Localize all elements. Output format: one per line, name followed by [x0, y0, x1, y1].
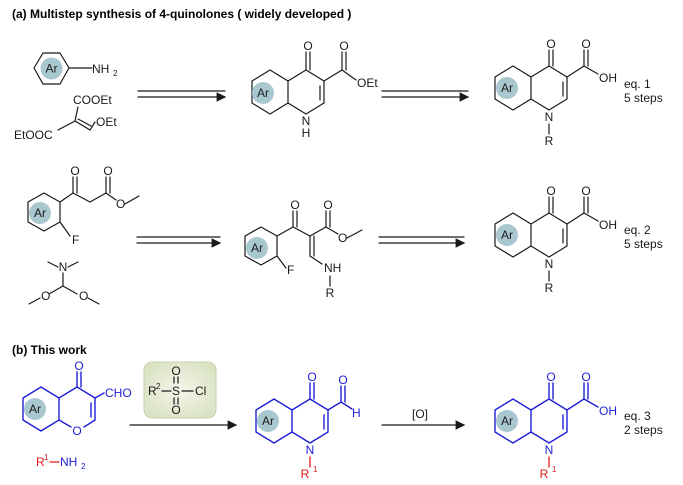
- svg-text:O: O: [339, 39, 348, 53]
- svg-text:O: O: [338, 231, 347, 245]
- svg-text:H: H: [302, 126, 311, 140]
- svg-text:1: 1: [552, 465, 557, 474]
- quinolone-acid-structure-1: Ar O O OH N R: [494, 37, 617, 148]
- eq1-label: eq. 1: [624, 77, 651, 91]
- svg-text:O: O: [581, 37, 590, 51]
- eq2-steps: 5 steps: [624, 237, 663, 251]
- svg-text:N: N: [545, 110, 554, 124]
- svg-text:O: O: [546, 184, 555, 198]
- cooet-label: COOEt: [73, 93, 112, 107]
- enaminone-structure: Ar F O O O NH R: [244, 198, 363, 300]
- multistep-arrow-4: [378, 236, 466, 248]
- sulfonyl-chloride-reagent: R 2 S O O Cl: [143, 361, 217, 419]
- svg-text:R: R: [545, 281, 554, 295]
- svg-text:N: N: [59, 260, 68, 274]
- svg-text:O: O: [72, 424, 81, 438]
- quinolone-acid-structure-2: Ar O O OH N R: [494, 184, 617, 295]
- eq3-steps: 2 steps: [624, 423, 663, 437]
- svg-text:NH: NH: [324, 261, 341, 275]
- svg-text:N: N: [545, 257, 554, 271]
- svg-text:Ar: Ar: [34, 206, 46, 220]
- oet-label-1: OEt: [96, 115, 117, 129]
- multistep-arrow-3: [136, 236, 222, 248]
- svg-text:S: S: [172, 384, 180, 398]
- svg-text:Cl: Cl: [195, 384, 206, 398]
- nh2-label: NH: [92, 62, 109, 76]
- etooc-label: EtOOC: [14, 128, 53, 142]
- svg-text:NH: NH: [60, 455, 77, 469]
- quinolone-aldehyde-structure: Ar O O H N R 1: [255, 370, 361, 481]
- eq1-steps: 5 steps: [624, 91, 663, 105]
- svg-text:O: O: [323, 198, 332, 212]
- formylchromone-structure: Ar O O CHO: [22, 359, 132, 438]
- svg-text:R: R: [301, 467, 310, 481]
- svg-text:OH: OH: [599, 404, 617, 418]
- svg-text:R: R: [326, 286, 335, 300]
- section-a-title: (a) Multistep synthesis of 4-quinolones …: [12, 7, 351, 21]
- svg-text:O: O: [307, 370, 316, 384]
- section-b-title: (b) This work: [12, 343, 87, 357]
- svg-text:OEt: OEt: [357, 76, 378, 90]
- svg-text:H: H: [352, 406, 361, 420]
- cho-label: CHO: [105, 386, 132, 400]
- malonate-structure: COOEt EtOOC OEt: [14, 93, 117, 142]
- svg-text:O: O: [74, 359, 83, 373]
- svg-text:N: N: [302, 114, 311, 128]
- svg-text:O: O: [116, 197, 125, 211]
- svg-text:Ar: Ar: [262, 414, 274, 428]
- svg-text:O: O: [70, 164, 79, 178]
- ar-label: Ar: [46, 62, 58, 76]
- svg-text:2: 2: [81, 462, 86, 471]
- svg-text:OH: OH: [599, 218, 617, 232]
- eq2-label: eq. 2: [624, 223, 651, 237]
- fluoro-ketoester-structure: Ar F O O O: [27, 164, 140, 247]
- multistep-arrow-1: [137, 90, 227, 102]
- svg-text:1: 1: [313, 465, 318, 474]
- quinolone-acid-structure-3: Ar O O OH N R 1: [494, 370, 617, 481]
- quinolone-ester-structure: Ar O O OEt N H: [251, 39, 378, 140]
- svg-text:Ar: Ar: [501, 414, 513, 428]
- svg-text:F: F: [287, 263, 294, 277]
- svg-text:R: R: [545, 134, 554, 148]
- svg-text:Ar: Ar: [257, 86, 269, 100]
- svg-text:2: 2: [156, 382, 161, 391]
- svg-text:2: 2: [113, 69, 118, 78]
- svg-text:O: O: [546, 370, 555, 384]
- oxidant-label: [O]: [412, 407, 428, 421]
- svg-text:O: O: [581, 370, 590, 384]
- svg-text:N: N: [306, 443, 315, 457]
- svg-text:Ar: Ar: [29, 402, 41, 416]
- svg-text:R: R: [36, 455, 45, 469]
- oxidation-arrow: [O]: [381, 407, 466, 430]
- svg-text:R: R: [148, 384, 157, 398]
- dmf-dma-structure: N O O: [28, 260, 100, 305]
- svg-text:O: O: [103, 164, 112, 178]
- multistep-arrow-2: [381, 90, 470, 102]
- eq3-label: eq. 3: [624, 409, 651, 423]
- svg-text:O: O: [171, 403, 180, 417]
- svg-text:O: O: [79, 289, 88, 303]
- svg-text:F: F: [72, 233, 79, 247]
- svg-text:N: N: [545, 443, 554, 457]
- svg-text:1: 1: [44, 453, 49, 462]
- svg-text:O: O: [338, 373, 347, 387]
- svg-text:Ar: Ar: [251, 241, 263, 255]
- svg-text:O: O: [171, 364, 180, 378]
- svg-text:O: O: [290, 198, 299, 212]
- svg-text:Ar: Ar: [501, 81, 513, 95]
- amine-reagent: R 1 NH 2: [36, 453, 86, 471]
- svg-text:R: R: [540, 467, 549, 481]
- svg-text:O: O: [303, 39, 312, 53]
- svg-text:Ar: Ar: [501, 228, 513, 242]
- aniline-structure: Ar NH 2: [33, 52, 118, 85]
- svg-text:OH: OH: [599, 71, 617, 85]
- svg-text:O: O: [41, 289, 50, 303]
- svg-text:O: O: [581, 184, 590, 198]
- svg-text:O: O: [546, 37, 555, 51]
